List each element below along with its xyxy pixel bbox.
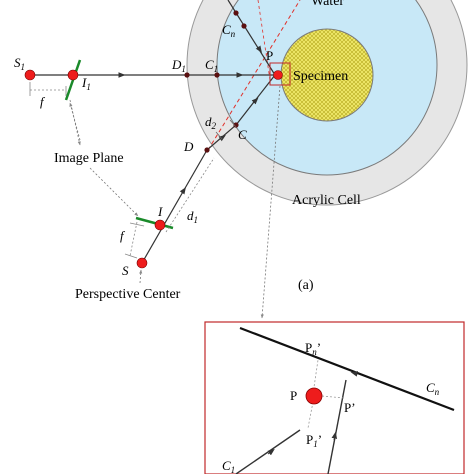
d2-tick: [229, 119, 237, 128]
label-c: C: [238, 127, 247, 142]
inset-label-c1: C1: [222, 458, 235, 474]
point-d-dot: [204, 147, 210, 153]
label-s1: S1: [14, 55, 25, 72]
specimen-label: Specimen: [293, 69, 348, 84]
point-c1-dot: [214, 72, 220, 78]
inset-marker-box: [269, 62, 291, 86]
label-f-left: f: [120, 228, 126, 243]
d2-tick: [215, 131, 223, 140]
label-d2: d2: [205, 114, 217, 131]
inset-label-p-prime: P’: [344, 400, 356, 415]
inset-arrow: [350, 371, 359, 377]
perspective-center-pointer: [139, 269, 143, 284]
ray-arrow: [251, 97, 259, 105]
point-d1-dot: [184, 72, 190, 78]
inset-arrow: [267, 448, 275, 456]
label-d: D: [183, 139, 194, 154]
label-d1-lower: d1: [187, 208, 198, 225]
focal-dim-line-lower: [129, 221, 138, 257]
d1-dim-line: [165, 157, 215, 233]
inset-ray-c1-right: [327, 379, 347, 474]
label-c1: C1: [205, 57, 218, 74]
water-label: Water: [311, 0, 344, 9]
image-plane-pointer-up: [69, 102, 81, 141]
point-cn-dot-b: [241, 23, 247, 29]
inset-ray-cn: [239, 326, 455, 412]
label-d1: D1: [171, 57, 186, 74]
inset-label-cn: Cn: [426, 380, 440, 397]
inset-point-p: [305, 387, 323, 405]
inset-perp-p1: [307, 401, 314, 429]
point-p-dot: [273, 70, 283, 80]
acrylic-cell-label: Acrylic Cell: [292, 193, 361, 208]
point-s-dot: [136, 257, 148, 269]
point-cn-dot-a: [233, 10, 239, 16]
point-s1-dot: [24, 69, 36, 81]
image-plane-label: Image Plane: [54, 151, 124, 166]
label-i1: I1: [81, 75, 91, 92]
point-i-dot: [154, 219, 166, 231]
ray-arrow: [179, 187, 186, 195]
point-i1-dot: [67, 69, 79, 81]
perspective-center-label: Perspective Center: [75, 287, 181, 302]
dashed-guide-line-2: [257, 0, 271, 81]
label-s: S: [122, 263, 129, 278]
image-plane-pointer: [70, 104, 80, 145]
label-f-top: f: [40, 94, 46, 109]
inset-leader-line: [260, 85, 281, 319]
ray-arrow: [255, 45, 262, 53]
label-i: I: [157, 204, 163, 219]
image-plane-pointer: [69, 99, 81, 146]
inset-label-p: P: [290, 388, 297, 403]
panel-label: (a): [298, 278, 314, 293]
inset-label-p1: P1’: [306, 432, 322, 449]
inset-label-pn: Pn’: [305, 340, 321, 357]
focal-tick: [124, 253, 138, 259]
label-p: P: [266, 48, 273, 63]
point-c-dot: [233, 122, 239, 128]
focal-tick: [129, 222, 145, 227]
image-plane-i: [135, 216, 174, 230]
ray-s-d: [141, 149, 208, 264]
image-plane-pointer-down: [89, 167, 139, 217]
inset-content: [235, 326, 455, 474]
label-cn: Cn: [222, 22, 236, 39]
inset-arrow: [331, 431, 338, 441]
